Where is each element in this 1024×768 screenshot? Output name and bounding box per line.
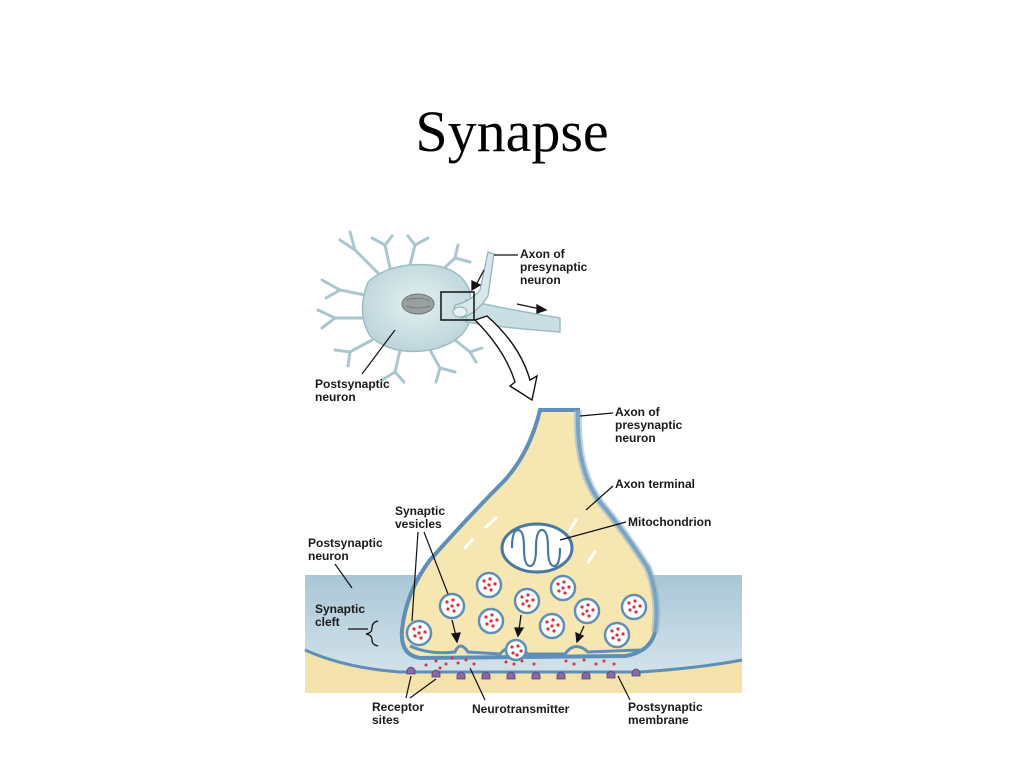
magnify-arrow-icon	[473, 315, 539, 402]
vesicle	[603, 621, 631, 649]
magnify-box	[440, 291, 475, 321]
label-postsynaptic-2: neuron	[308, 549, 349, 563]
label-axon-terminal: Axon terminal	[615, 477, 695, 491]
vesicle	[475, 571, 503, 599]
label-synaptic-cleft-2: cleft	[315, 615, 340, 629]
synapse-detail: Axon of presynaptic neuron Axon terminal…	[304, 405, 743, 727]
mitochondrion	[500, 522, 574, 574]
label-synaptic-vesicles-2: vesicles	[395, 517, 442, 531]
dendrites	[316, 230, 484, 384]
label-axon-3: neuron	[615, 431, 656, 445]
label-top-axon-2: presynaptic	[520, 260, 588, 274]
label-top-axon-3: neuron	[520, 273, 561, 287]
arrow-icon	[471, 269, 548, 314]
vesicle	[438, 592, 466, 620]
label-postsynaptic-membrane-1: Postsynaptic	[628, 700, 703, 714]
neuron-overview: Axon of presynaptic neuron Postsynaptic …	[315, 230, 588, 404]
label-top-postsynaptic-2: neuron	[315, 390, 356, 404]
vesicle	[504, 638, 528, 662]
label-receptor-sites-2: sites	[372, 713, 400, 727]
vesicle	[477, 607, 505, 635]
label-synaptic-cleft-1: Synaptic	[315, 602, 365, 616]
vesicle	[573, 597, 601, 625]
label-synaptic-vesicles-1: Synaptic	[395, 504, 445, 518]
label-top-axon-1: Axon of	[520, 247, 566, 261]
vesicle	[405, 619, 433, 647]
label-top-postsynaptic-1: Postsynaptic	[315, 377, 390, 391]
label-axon-2: presynaptic	[615, 418, 683, 432]
nucleus	[401, 293, 435, 315]
label-neurotransmitter: Neurotransmitter	[472, 702, 570, 716]
vesicle	[549, 574, 577, 602]
label-axon-1: Axon of	[615, 405, 661, 419]
label-mitochondrion: Mitochondrion	[628, 515, 711, 529]
synaptic-vesicles	[405, 571, 648, 662]
release-arrow-icon	[450, 614, 585, 644]
page-title: Synapse	[415, 99, 609, 164]
vesicle	[538, 612, 566, 640]
vesicle	[513, 587, 541, 615]
vesicle	[620, 593, 648, 621]
label-postsynaptic-membrane-2: membrane	[628, 713, 689, 727]
receptor-sites	[406, 666, 641, 680]
cleft-brace	[365, 620, 379, 647]
organelle-fragments	[463, 516, 597, 564]
neurotransmitter-dots	[424, 656, 616, 670]
label-postsynaptic-1: Postsynaptic	[308, 536, 383, 550]
label-receptor-sites-1: Receptor	[372, 700, 424, 714]
